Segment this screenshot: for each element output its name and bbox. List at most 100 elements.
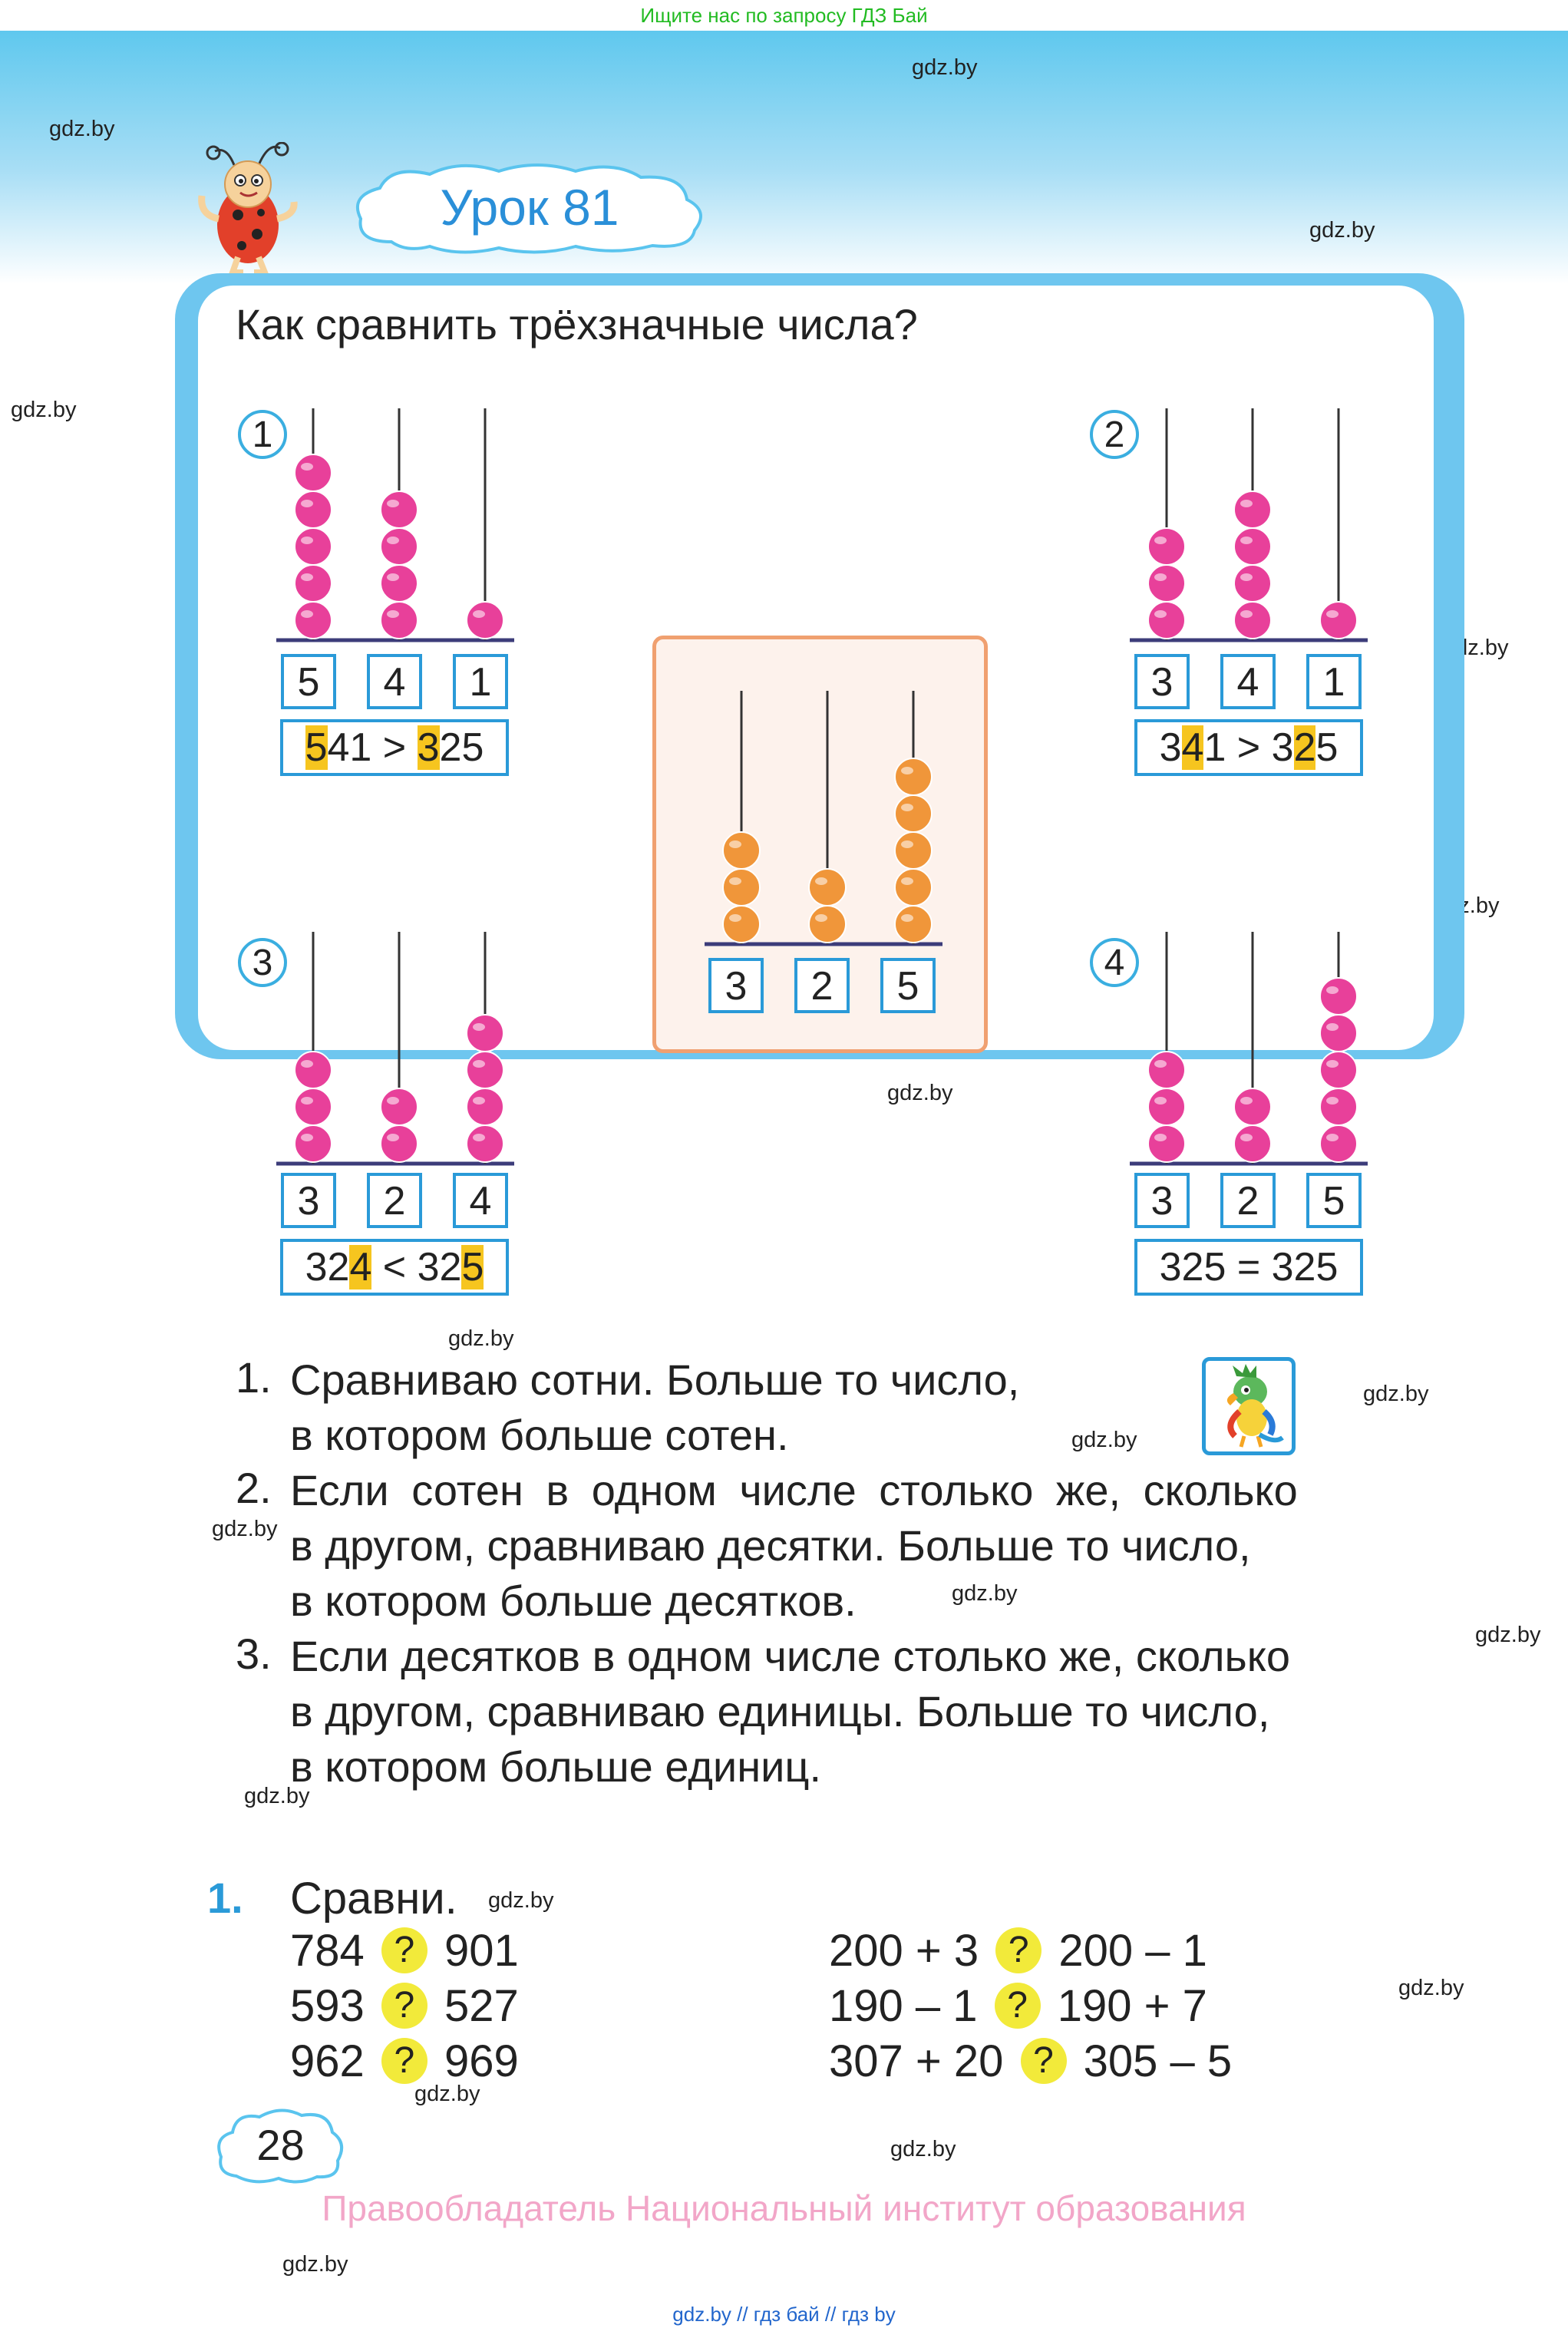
abacus-bead	[1319, 1124, 1358, 1163]
abacus	[276, 932, 514, 1166]
bead-shine	[901, 914, 913, 922]
abacus-bead	[294, 601, 332, 639]
abacus-bead	[808, 868, 847, 906]
bead-shine	[1326, 986, 1339, 994]
bead-shine	[1326, 1060, 1339, 1068]
abacus-bead	[380, 527, 418, 566]
parrot-sticker	[1202, 1357, 1296, 1455]
abacus-bead	[1319, 1051, 1358, 1089]
bead-shine	[729, 914, 741, 922]
bead-shine	[1326, 1023, 1339, 1031]
bead-shine	[1240, 500, 1253, 507]
abacus-bead	[294, 1088, 332, 1126]
abacus-bead	[1233, 490, 1272, 529]
digit-box: 4	[367, 654, 422, 709]
abacus-bead	[1147, 1124, 1186, 1163]
bead-shine	[1240, 537, 1253, 544]
abacus-bead	[294, 454, 332, 492]
watermark: gdz.by	[49, 117, 115, 141]
expr-left: 593	[290, 1981, 365, 2031]
abacus-bead	[1319, 601, 1358, 639]
abacus-bead	[294, 490, 332, 529]
bead-shine	[901, 840, 913, 848]
bead-shine	[387, 1134, 399, 1141]
bead-shine	[387, 537, 399, 544]
exercise-item: 962 ? 969	[290, 2036, 519, 2088]
comparison-box: 541 > 325	[280, 719, 509, 776]
expr-left: 190 – 1	[829, 1981, 978, 2031]
digit-box: 2	[367, 1173, 422, 1228]
page-number: 28	[256, 2121, 305, 2169]
ladybug-icon	[198, 142, 298, 276]
expr-right: 190 + 7	[1057, 1981, 1207, 2031]
comparison-text: 5	[1315, 725, 1339, 770]
bead-shine	[473, 1097, 485, 1105]
highlighted-digit: 2	[1293, 725, 1316, 770]
abacus	[276, 408, 514, 642]
digit-box: 1	[1306, 654, 1362, 709]
comparison-box: 341 > 325	[1134, 719, 1363, 776]
question-mark-icon[interactable]: ?	[995, 1927, 1042, 1973]
digit-box: 2	[1220, 1173, 1276, 1228]
digit-box: 3	[1134, 1173, 1190, 1228]
exercise-number: 1.	[207, 1874, 243, 1922]
watermark: gdz.by	[244, 1784, 310, 1808]
highlighted-digit: 3	[417, 725, 440, 770]
bead-shine	[1240, 1134, 1253, 1141]
abacus-bead	[466, 1051, 504, 1089]
bead-shine	[387, 573, 399, 581]
watermark: gdz.by	[1398, 1976, 1464, 2000]
abacus-bead	[380, 1088, 418, 1126]
abacus-bead	[722, 868, 761, 906]
rule-line: в другом, сравниваю единицы. Больше то ч…	[290, 1687, 1270, 1735]
abacus-bead	[1147, 1088, 1186, 1126]
digit-box: 4	[1220, 654, 1276, 709]
bead-shine	[301, 500, 313, 507]
abacus-bead	[294, 1124, 332, 1163]
abacus-bead	[466, 601, 504, 639]
expr-right: 969	[444, 2036, 519, 2086]
question-mark-icon[interactable]: ?	[381, 1982, 427, 2029]
parrot-icon	[1226, 1364, 1284, 1448]
bead-shine	[1154, 573, 1167, 581]
rule-line: Если сотен в одном числе столько же, ско…	[290, 1466, 1298, 1514]
digit-box: 3	[281, 1173, 336, 1228]
abacus-bead	[722, 831, 761, 870]
expr-right: 200 – 1	[1058, 1926, 1207, 1976]
example-number: 3	[238, 938, 287, 987]
rule-line: в другом, сравниваю десятки. Больше то ч…	[290, 1521, 1251, 1570]
abacus-bead	[380, 601, 418, 639]
watermark: gdz.by	[912, 55, 978, 80]
abacus-bead	[722, 905, 761, 943]
bead-shine	[301, 1097, 313, 1105]
comparison-text: 1 > 3	[1203, 725, 1294, 770]
watermark: gdz.by	[1309, 218, 1375, 243]
rule-line: в котором больше сотен.	[290, 1411, 789, 1459]
example-number: 2	[1090, 410, 1139, 459]
abacus-bead	[294, 564, 332, 603]
exercise-item: 593 ? 527	[290, 1980, 519, 2033]
expr-left: 200 + 3	[829, 1926, 979, 1976]
question-mark-icon[interactable]: ?	[994, 1982, 1041, 2029]
bead-shine	[815, 877, 827, 885]
footer-links[interactable]: gdz.by // гдз бай // гдз by	[672, 2303, 896, 2326]
bead-shine	[387, 1097, 399, 1105]
abacus-bead	[894, 905, 933, 943]
question-mark-icon[interactable]: ?	[381, 1927, 427, 1973]
question-mark-icon[interactable]: ?	[1020, 2037, 1067, 2084]
question-mark-icon[interactable]: ?	[381, 2037, 427, 2084]
comparison-text: 41 >	[327, 725, 418, 770]
watermark: gdz.by	[282, 2252, 348, 2277]
abacus-bead	[1233, 1124, 1272, 1163]
bead-shine	[1240, 1097, 1253, 1105]
expr-left: 307 + 20	[829, 2036, 1004, 2086]
example-number: 1	[238, 410, 287, 459]
rule-line: Сравниваю сотни. Больше то число,	[290, 1356, 1020, 1404]
bead-shine	[729, 840, 741, 848]
watermark: gdz.by	[1363, 1382, 1429, 1406]
abacus-bead	[894, 758, 933, 796]
highlighted-digit: 4	[349, 1245, 372, 1290]
bead-shine	[1326, 610, 1339, 618]
abacus-bead	[294, 527, 332, 566]
exercise-item: 190 – 1 ? 190 + 7	[829, 1980, 1207, 2033]
